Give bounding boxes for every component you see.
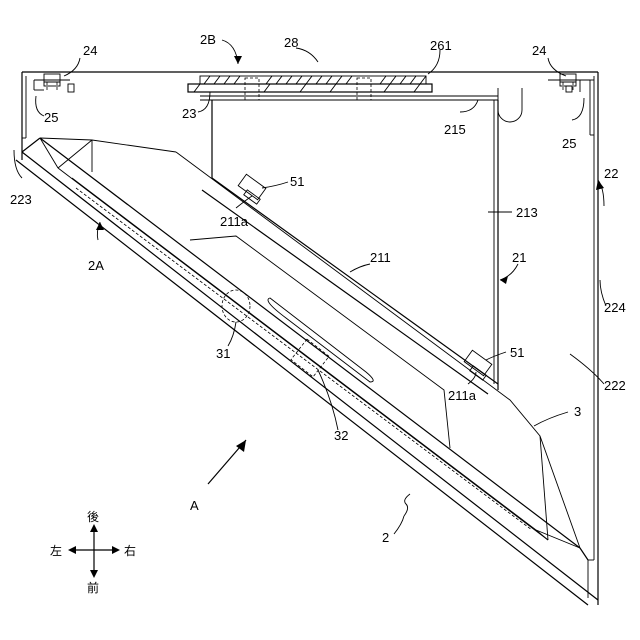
bolt-left	[44, 74, 74, 92]
compass-left: 左	[50, 543, 62, 558]
label-211: 211	[370, 250, 391, 265]
label-211a-bottom: 211a	[448, 388, 477, 403]
bolt-right	[560, 74, 576, 92]
label-261: 261	[430, 38, 452, 53]
bolt-51-bottom	[464, 350, 492, 380]
label-222: 222	[604, 378, 626, 393]
label-23: 23	[182, 106, 196, 121]
arrowhead-21	[500, 276, 508, 284]
label-24-right: 24	[532, 43, 546, 58]
label-223: 223	[10, 192, 32, 207]
label-25-right: 25	[562, 136, 576, 151]
cylinder	[498, 88, 522, 122]
compass-rear: 後	[87, 510, 99, 524]
view-arrow-a	[208, 440, 246, 484]
label-211a-top: 211a	[220, 214, 249, 229]
label-28: 28	[284, 35, 298, 50]
label-24-left: 24	[83, 43, 97, 58]
leader-lines	[14, 40, 606, 534]
direction-compass: 後 左 右 前	[50, 510, 136, 595]
arrowhead-22	[596, 180, 604, 190]
label-2: 2	[382, 530, 389, 545]
label-51-top: 51	[290, 174, 304, 189]
label-213: 213	[516, 205, 538, 220]
label-21: 21	[512, 250, 526, 265]
display-panel	[16, 138, 598, 605]
label-2b: 2B	[200, 32, 216, 47]
compass-right: 右	[124, 543, 136, 558]
label-32: 32	[334, 428, 348, 443]
label-51-bottom: 51	[510, 345, 524, 360]
label-2a: 2A	[88, 258, 104, 273]
bracket-211	[202, 178, 498, 394]
label-215: 215	[444, 122, 466, 137]
housing-outline	[22, 72, 598, 605]
reference-labels: 2B 28 261 24 24 25 25 23 215 223 22 51 2…	[10, 32, 626, 545]
arrowhead-2b	[234, 56, 242, 64]
compass-front: 前	[87, 580, 99, 595]
top-rail	[188, 76, 498, 100]
label-3: 3	[574, 404, 581, 419]
label-22: 22	[604, 166, 618, 181]
label-31: 31	[216, 346, 230, 361]
label-a: A	[190, 498, 199, 513]
label-25-left: 25	[44, 110, 58, 125]
squiggle-2	[404, 494, 410, 516]
label-224: 224	[604, 300, 626, 315]
